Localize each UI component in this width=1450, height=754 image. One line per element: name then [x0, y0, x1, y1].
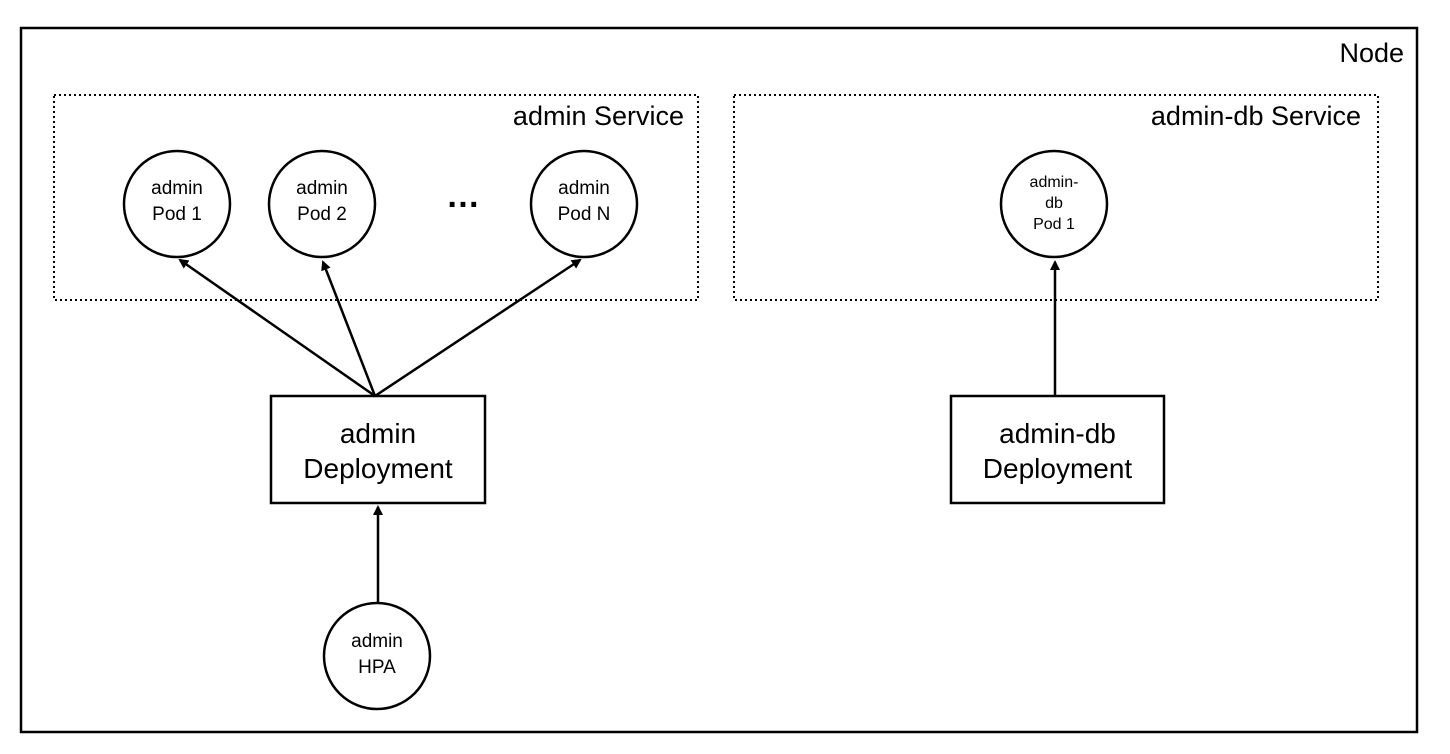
admin-pod-2-label: admin Pod 2	[269, 176, 375, 228]
admin-pod-n-label: admin Pod N	[531, 176, 637, 228]
arrow-deployment-to-pod-1	[178, 258, 376, 398]
admin-pod-n-line1: admin	[558, 178, 610, 199]
arrow-deployment-to-pod-2	[321, 260, 377, 397]
admin-hpa-label: admin HPA	[324, 629, 430, 681]
admin-hpa-line2: HPA	[358, 657, 396, 678]
admin-service-label: admin Service	[512, 101, 684, 131]
admin-pod-1-line1: admin	[151, 178, 203, 199]
admindb-pod-1-line3: Pod 1	[1033, 216, 1075, 233]
node-label: Node	[1339, 38, 1404, 68]
admin-pod-2-circle	[267, 149, 377, 259]
admindb-pod-1-line2: db	[1045, 195, 1063, 212]
admindb-service-label: admin-db Service	[1150, 101, 1361, 131]
pods-ellipsis: …	[446, 177, 480, 215]
admindb-deployment-line2: Deployment	[982, 453, 1133, 484]
admin-hpa-line1: admin	[351, 631, 403, 652]
admin-pod-n-line2: Pod N	[557, 204, 611, 225]
admin-pod-1-line2: Pod 1	[152, 204, 202, 225]
admin-service-frame	[53, 94, 699, 301]
admin-deployment-line1: admin	[339, 418, 417, 449]
admindb-pod-1-circle	[999, 149, 1109, 259]
admin-deployment-line2: Deployment	[303, 453, 453, 484]
node-frame	[19, 26, 1419, 734]
admindb-deployment-label: admin-db Deployment	[951, 416, 1164, 486]
admin-pod-1-label: admin Pod 1	[124, 176, 230, 228]
arrow-deployment-to-pod-n	[374, 258, 582, 398]
admin-deployment-label: admin Deployment	[271, 416, 485, 486]
admin-pod-n-circle	[529, 149, 639, 259]
admin-pod-2-line1: admin	[296, 178, 348, 199]
admindb-pod-1-label: admin- db Pod 1	[1001, 172, 1107, 235]
admin-deployment-box	[269, 394, 487, 505]
admin-pod-1-circle	[122, 149, 232, 259]
admin-pod-2-line2: Pod 2	[297, 204, 347, 225]
admindb-deployment-box	[949, 394, 1166, 505]
admindb-deployment-line1: admin-db	[999, 418, 1116, 449]
admindb-pod-1-line1: admin-	[1029, 174, 1079, 191]
